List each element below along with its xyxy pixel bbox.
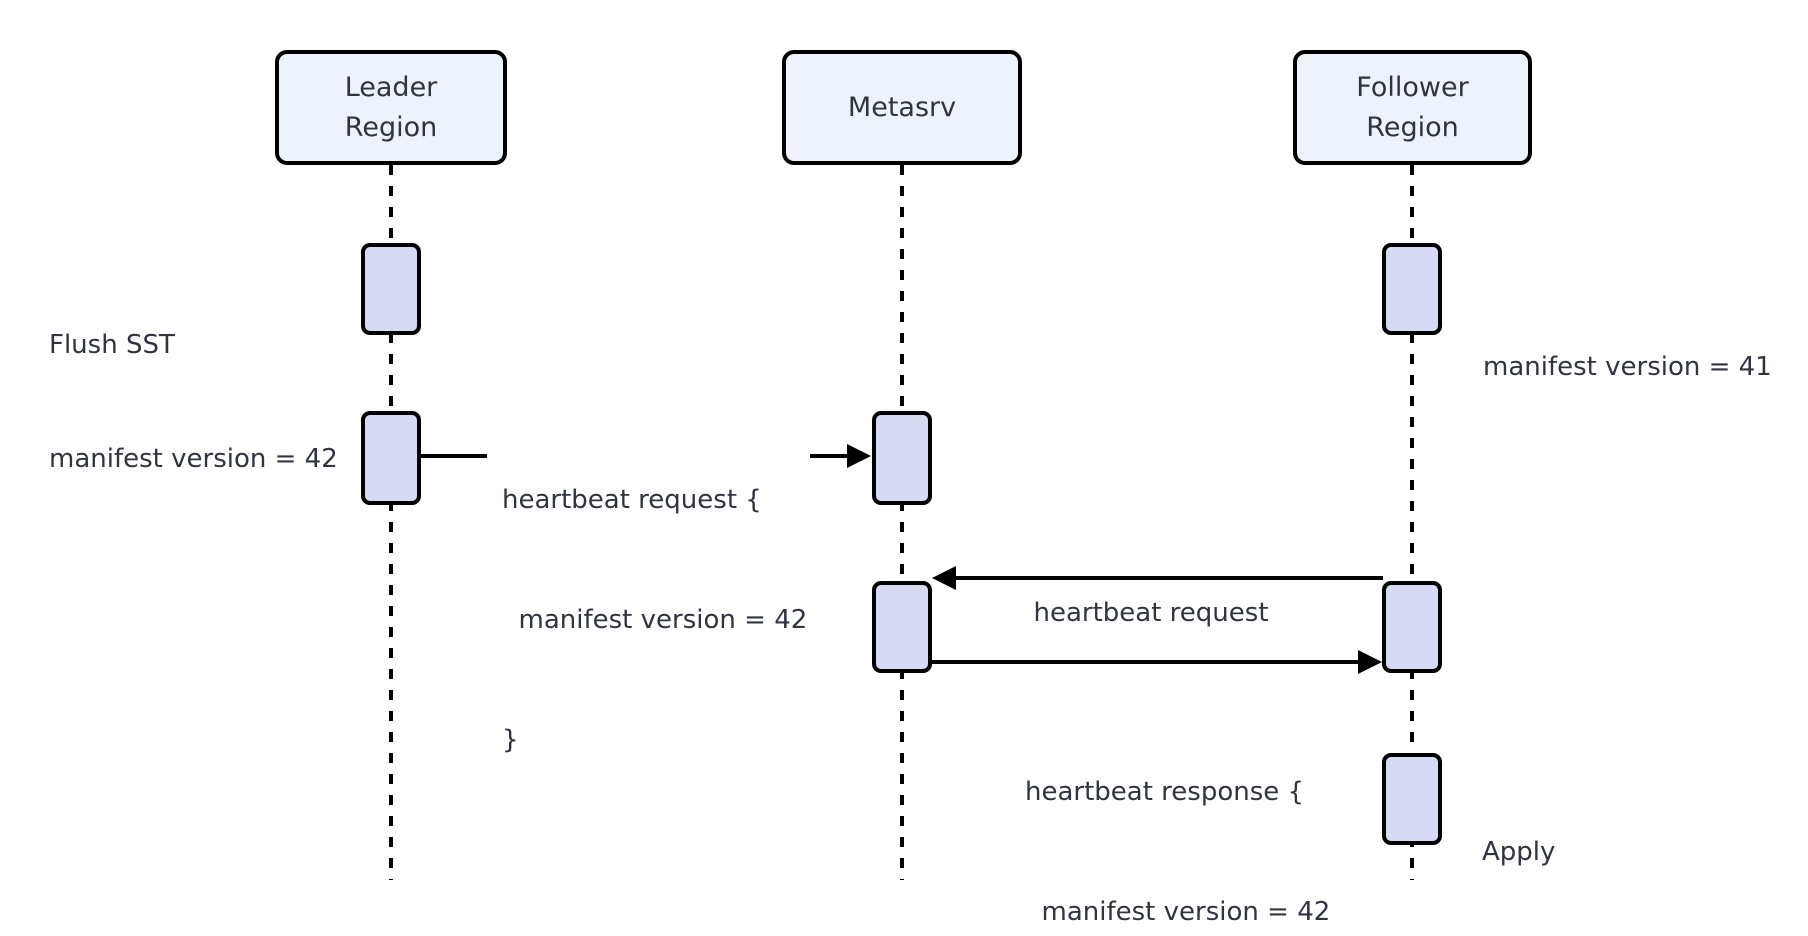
label-heartbeat-request: heartbeat request	[1033, 518, 1268, 708]
actor-leader-region: Leader Region	[275, 50, 507, 165]
message-line-leader-to-metasrv	[810, 454, 848, 458]
label-line: heartbeat request {	[502, 485, 762, 515]
actor-label: Metasrv	[847, 91, 957, 123]
label-line: manifest version = 41	[1483, 352, 1772, 382]
arrowhead-right-icon	[1358, 650, 1382, 674]
activation-metasrv-heartbeat1	[872, 411, 932, 505]
activation-follower-heartbeat	[1382, 581, 1442, 673]
lifeline-follower-region	[1410, 165, 1414, 880]
arrowhead-left-icon	[932, 566, 956, 590]
label-heartbeat-response-block: heartbeat response { manifest version = …	[1025, 692, 1330, 936]
message-line-metasrv-to-follower	[932, 660, 1360, 664]
label-line: heartbeat response {	[1025, 777, 1305, 807]
lifeline-metasrv	[900, 165, 904, 880]
actor-label: Region	[1366, 111, 1459, 143]
activation-metasrv-heartbeat2	[872, 581, 932, 673]
actor-label: Leader	[344, 71, 438, 103]
message-line-leader-to-metasrv	[421, 454, 487, 458]
label-line: manifest version = 42	[49, 444, 338, 474]
actor-follower-region: Follower Region	[1293, 50, 1532, 165]
label-line: heartbeat request	[1033, 598, 1269, 628]
actor-metasrv: Metasrv	[782, 50, 1022, 165]
actor-label: Follower	[1356, 71, 1469, 103]
arrowhead-right-icon	[847, 444, 871, 468]
label-apply: Apply manifest version = 42	[1482, 757, 1771, 936]
activation-follower-manifest41	[1382, 243, 1442, 335]
lifeline-leader-region	[389, 165, 393, 880]
label-manifest-version-41: manifest version = 41	[1483, 272, 1772, 462]
label-line: manifest version = 42	[1025, 897, 1331, 927]
label-flush-sst: Flush SST manifest version = 42	[49, 250, 338, 554]
activation-leader-flush	[361, 243, 421, 335]
label-line: }	[502, 725, 519, 755]
label-line: Flush SST	[49, 330, 175, 360]
message-line-follower-to-metasrv	[954, 576, 1383, 580]
activation-follower-apply	[1382, 753, 1442, 845]
label-line: Apply	[1482, 837, 1556, 867]
activation-leader-heartbeat	[361, 411, 421, 505]
label-heartbeat-request-block: heartbeat request { manifest version = 4…	[502, 400, 807, 840]
label-line: manifest version = 42	[502, 605, 808, 635]
actor-label: Region	[344, 111, 438, 143]
